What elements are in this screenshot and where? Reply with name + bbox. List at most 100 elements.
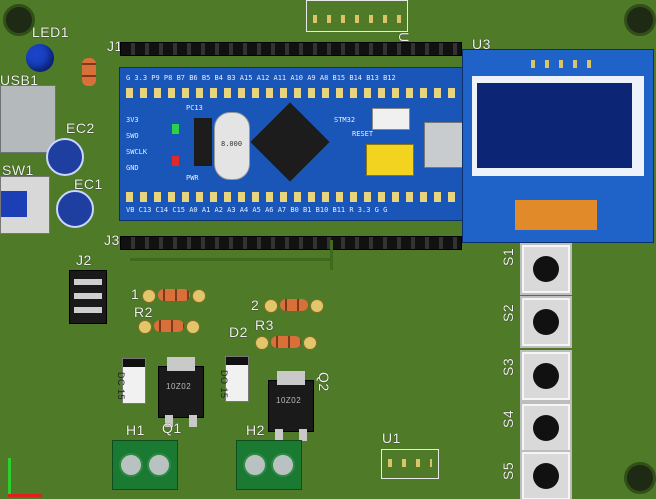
sw1-label: SW1 xyxy=(2,162,34,178)
micro-usb-port[interactable] xyxy=(424,122,464,168)
diode-band xyxy=(123,359,145,367)
button-cap[interactable] xyxy=(533,256,559,282)
s2-button[interactable] xyxy=(522,298,570,346)
resistor-upper-left[interactable] xyxy=(158,289,190,301)
resistor-upper-right[interactable] xyxy=(280,299,308,311)
button-cap[interactable] xyxy=(533,363,559,389)
q2-chip-text: 10Z02 xyxy=(276,396,302,405)
sw1-switch[interactable] xyxy=(0,176,50,234)
axis-y-icon xyxy=(8,458,11,496)
s5-label: S5 xyxy=(500,461,516,480)
led-green xyxy=(172,124,179,134)
led1-label: LED1 xyxy=(32,24,70,40)
bluepill-left-gnd: GND xyxy=(126,164,139,172)
mounting-hole xyxy=(624,4,656,36)
q2-leg xyxy=(299,429,307,441)
s3-label: S3 xyxy=(500,357,516,376)
stm32-mcu xyxy=(250,102,330,182)
j3-header[interactable] xyxy=(120,236,462,250)
pad xyxy=(142,289,156,303)
q2-leg xyxy=(275,429,283,441)
pad xyxy=(138,320,152,334)
bluepill-bottom-pads xyxy=(126,192,456,202)
s5-button[interactable] xyxy=(522,452,570,499)
u1-footprint[interactable] xyxy=(381,449,439,479)
button-cap[interactable] xyxy=(533,309,559,335)
ec1-capacitor[interactable] xyxy=(56,190,94,228)
s2-label: S2 xyxy=(500,303,516,322)
j2-jumper[interactable] xyxy=(69,270,107,324)
s1-button[interactable] xyxy=(522,245,570,293)
j1-label: J1 xyxy=(107,38,123,54)
screw-icon[interactable] xyxy=(271,453,295,477)
pad xyxy=(310,299,324,313)
diode-band xyxy=(226,357,248,365)
q1-tab xyxy=(167,357,195,371)
pc13-label: PC13 xyxy=(186,104,203,112)
resistor-r2[interactable] xyxy=(154,320,184,332)
q1-leg xyxy=(165,415,173,427)
d2-label: D2 xyxy=(229,324,248,340)
pwr-label: PWR xyxy=(186,174,199,182)
h1-label: H1 xyxy=(126,422,145,438)
u3-label: U3 xyxy=(472,36,491,52)
q2-tab xyxy=(277,371,305,385)
j2-pin xyxy=(74,279,102,285)
screw-icon[interactable] xyxy=(147,453,171,477)
bluepill-top-labels: G 3.3 P9 P8 B7 B6 B5 B4 B3 A15 A12 A11 A… xyxy=(126,74,396,82)
q1-chip-text: 10Z02 xyxy=(166,382,192,391)
led-red xyxy=(172,156,179,166)
j3-label: J3 xyxy=(104,232,120,248)
stm32-label: STM32 xyxy=(334,116,356,124)
j1-header[interactable] xyxy=(120,42,462,56)
q2-transistor[interactable] xyxy=(268,371,314,441)
ec1-label: EC1 xyxy=(74,176,103,192)
crystal-label: 8.000 xyxy=(221,140,243,148)
pad xyxy=(264,299,278,313)
j2-pin xyxy=(74,307,102,313)
oled-pins xyxy=(531,60,591,68)
mounting-hole xyxy=(624,462,656,494)
diode-d2[interactable] xyxy=(225,356,249,402)
pin2-label: 2 xyxy=(251,297,260,313)
button-cap[interactable] xyxy=(533,415,559,441)
resistor-r3[interactable] xyxy=(271,336,301,348)
pad xyxy=(303,336,317,350)
s3-button[interactable] xyxy=(522,352,570,400)
screw-icon[interactable] xyxy=(119,453,143,477)
mounting-hole xyxy=(3,4,35,36)
bluepill-bottom-labels: VB C13 C14 C15 A0 A1 A2 A3 A4 A5 A6 A7 B… xyxy=(126,206,388,214)
j2-pin xyxy=(74,293,102,299)
oled-display-module[interactable] xyxy=(462,49,654,243)
u4-header-footprint[interactable] xyxy=(306,0,408,32)
usb-connector[interactable] xyxy=(0,85,56,153)
bluepill-left-swo: SWO xyxy=(126,132,139,140)
reset-button[interactable] xyxy=(372,108,410,130)
resistor-r1[interactable] xyxy=(82,58,96,86)
axis-x-icon xyxy=(8,494,42,497)
usb1-label: USB1 xyxy=(0,72,39,88)
j2-label: J2 xyxy=(76,252,92,268)
h2-label: H2 xyxy=(246,422,265,438)
q1-leg xyxy=(189,415,197,427)
boot-jumpers[interactable] xyxy=(366,144,414,176)
ec2-capacitor[interactable] xyxy=(46,138,84,176)
diode-left-text: DC 15 xyxy=(116,372,126,401)
h1-terminal-block[interactable] xyxy=(112,440,178,490)
oled-flex-cable xyxy=(515,200,597,230)
diode-right-text: DO 15 xyxy=(219,370,229,399)
button-cap[interactable] xyxy=(533,463,559,489)
s4-label: S4 xyxy=(500,409,516,428)
ec2-label: EC2 xyxy=(66,120,95,136)
pad xyxy=(192,289,206,303)
sw1-knob[interactable] xyxy=(1,191,27,217)
screw-icon[interactable] xyxy=(243,453,267,477)
q1-transistor[interactable] xyxy=(158,357,204,427)
diode-d1[interactable] xyxy=(122,358,146,404)
reset-label: RESET xyxy=(352,130,374,138)
s4-button[interactable] xyxy=(522,404,570,452)
h2-terminal-block[interactable] xyxy=(236,440,302,490)
led1-component[interactable] xyxy=(26,44,54,72)
stm32-bluepill-board[interactable]: G 3.3 P9 P8 B7 B6 B5 B4 B3 A15 A12 A11 A… xyxy=(119,67,464,221)
